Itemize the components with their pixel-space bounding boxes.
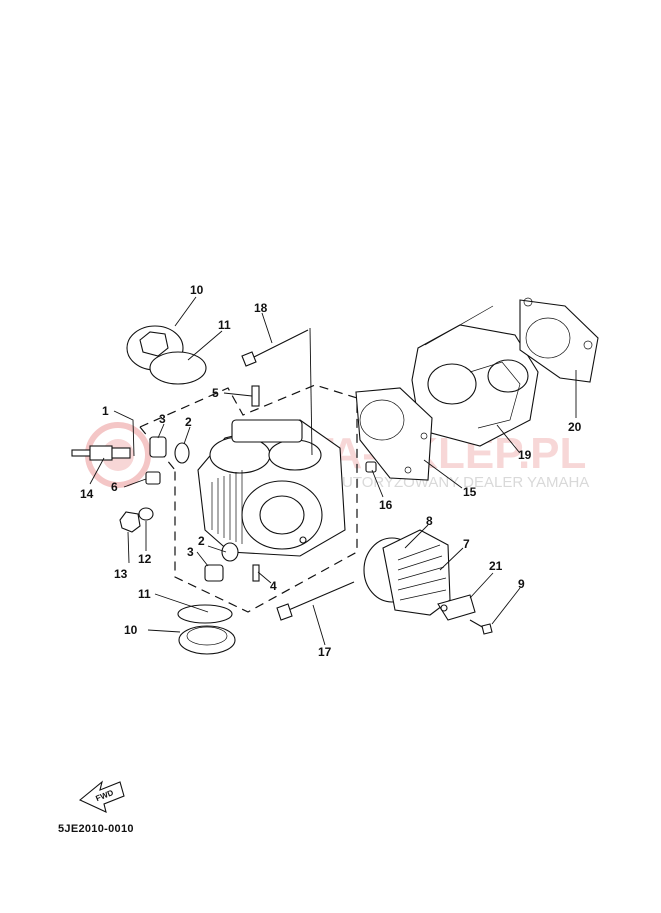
callout-10-bottom: 10 <box>124 623 138 637</box>
spark-plug <box>71 445 131 461</box>
side-cover <box>363 529 451 616</box>
callout-4: 4 <box>270 579 277 593</box>
callout-12: 12 <box>138 552 152 566</box>
callout-10-top: 10 <box>190 283 204 297</box>
diagram-code: 5JE2010-0010 <box>58 823 134 835</box>
callouts: 10 11 18 5 1 3 2 14 6 12 13 2 3 4 11 10 … <box>80 283 582 659</box>
callout-18: 18 <box>254 301 268 315</box>
tappet-cover-upper <box>126 325 207 385</box>
cylinder-head-assembly-outline <box>139 384 358 613</box>
cylinder-head <box>197 419 346 557</box>
callout-17: 17 <box>318 645 332 659</box>
head-gasket <box>355 387 433 481</box>
callout-2-top: 2 <box>185 415 192 429</box>
callout-11-top: 11 <box>218 318 231 332</box>
callout-5: 5 <box>212 386 219 400</box>
callout-3-top: 3 <box>159 412 166 426</box>
callout-9: 9 <box>518 577 525 591</box>
callout-7: 7 <box>463 537 470 551</box>
callout-14: 14 <box>80 487 94 501</box>
callout-19: 19 <box>518 448 532 462</box>
callout-6: 6 <box>111 480 118 494</box>
dowel-pin <box>365 461 377 473</box>
callout-8: 8 <box>426 514 433 528</box>
fwd-arrow-icon: FWD <box>78 780 125 813</box>
cylinder-gasket <box>519 297 599 383</box>
bolt-9 <box>469 619 493 635</box>
bracket <box>437 594 476 621</box>
callout-11-bottom: 11 <box>138 587 151 601</box>
callout-3-bottom: 3 <box>187 545 194 559</box>
stud-bolt-bottom <box>276 581 355 621</box>
cylinder <box>411 305 539 447</box>
callout-21: 21 <box>489 559 503 573</box>
valve-adjusting-parts-upper <box>145 436 190 485</box>
callout-1: 1 <box>102 404 109 418</box>
cap-and-washer <box>119 507 154 533</box>
callout-13: 13 <box>114 567 128 581</box>
callout-16: 16 <box>379 498 393 512</box>
watermark-subtext: AUTORYZOWANY DEALER YAMAHA <box>332 474 589 491</box>
tappet-cover-lower <box>177 604 236 655</box>
leader-lines <box>89 296 577 646</box>
callout-15: 15 <box>463 485 477 499</box>
dowel-5 <box>251 385 260 407</box>
stud-bolt-top <box>241 329 309 367</box>
callout-20: 20 <box>568 420 582 434</box>
callout-2-bottom: 2 <box>198 534 205 548</box>
valve-adjusting-parts-lower <box>204 542 260 582</box>
